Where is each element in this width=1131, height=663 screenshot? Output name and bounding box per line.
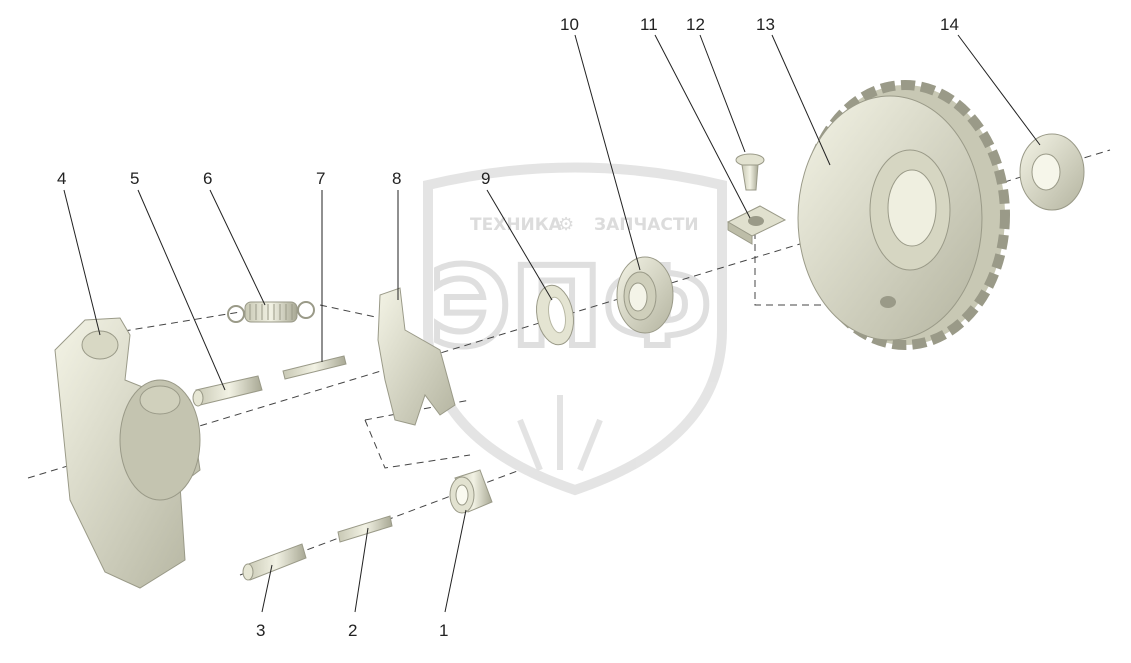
callout-2: 2: [348, 621, 357, 640]
part-14-ring: [1019, 133, 1085, 211]
part-6-spring: [227, 301, 315, 323]
watermark-gear-icon: ⚙: [558, 214, 574, 235]
part-5-pin: [192, 375, 263, 407]
callout-3: 3: [256, 621, 265, 640]
callout-4: 4: [57, 169, 66, 188]
watermark: ТЕХНИКА ⚙ ЗАПЧАСТИ ЭПФ: [423, 162, 727, 496]
callout-1: 1: [439, 621, 448, 640]
watermark-wheat-icon: [517, 395, 603, 472]
callout-6: 6: [203, 169, 212, 188]
callout-9: 9: [481, 169, 490, 188]
part-13-gear: [797, 80, 1010, 350]
part-2-pin: [337, 515, 393, 543]
callout-7: 7: [316, 169, 325, 188]
callout-5: 5: [130, 169, 139, 188]
callout-10: 10: [560, 15, 579, 34]
part-11-square-nut: [726, 205, 787, 245]
watermark-line2: ЗАПЧАСТИ: [594, 215, 699, 235]
part-12-screw: [735, 153, 765, 191]
part-8-lever: [377, 287, 456, 426]
part-7-thin-pin: [282, 355, 347, 380]
callout-14: 14: [940, 15, 959, 34]
callout-11: 11: [640, 15, 658, 34]
watermark-shield: [423, 162, 727, 496]
callout-8: 8: [392, 169, 401, 188]
callout-12: 12: [686, 15, 705, 34]
callouts: 4 5 6 7 8 9 10 11 12 13 14 1 2 3: [57, 15, 959, 640]
watermark-line1: ТЕХНИКА: [470, 215, 563, 235]
part-3-pin: [242, 543, 307, 581]
leader-lines: [63, 34, 1041, 613]
part-9-washer: [536, 284, 574, 346]
callout-13: 13: [756, 15, 775, 34]
part-4-housing: [54, 317, 201, 589]
part-1-bushing: [449, 469, 493, 514]
part-10-bearing: [616, 256, 674, 334]
